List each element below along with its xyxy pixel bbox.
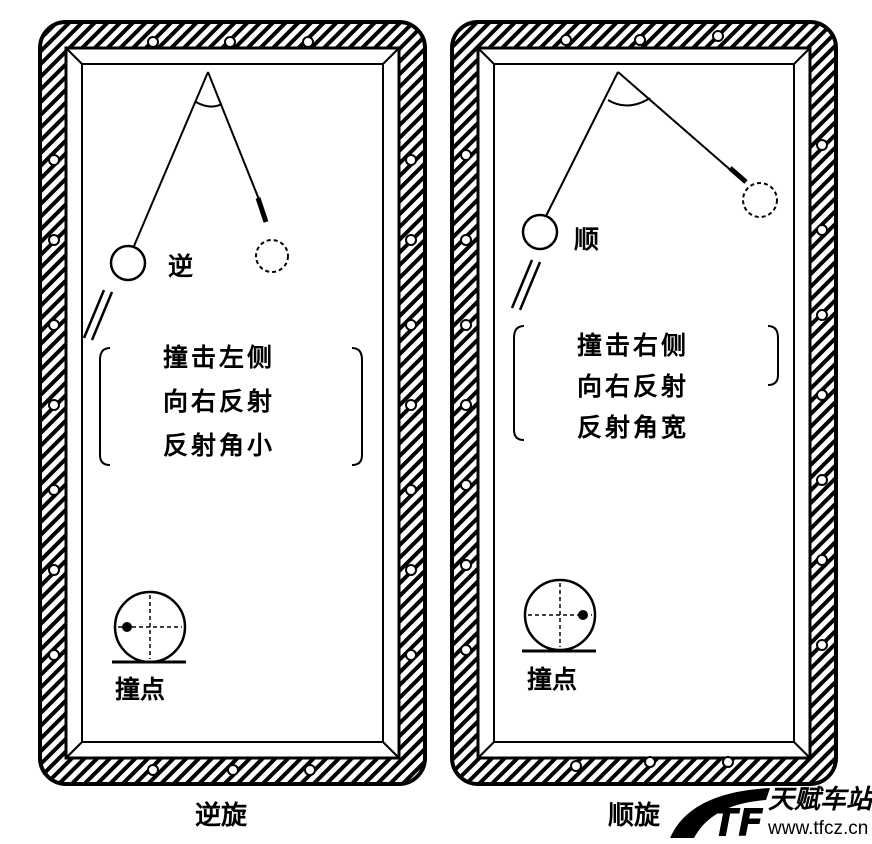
left-bracket — [99, 347, 111, 466]
cue-ball — [521, 213, 559, 251]
left-caption: 逆旋 — [195, 800, 248, 831]
tf-logo: TF — [712, 801, 764, 844]
watermark: TF 天赋车站 www.tfcz.cn — [670, 785, 872, 844]
ball-label: 逆 — [168, 252, 193, 281]
note-line: 反射角小 — [163, 431, 275, 460]
note-line: 撞击右侧 — [577, 331, 689, 360]
hit-point-diagram — [112, 590, 187, 664]
right-table: 顺 撞击右侧 向右反射 反射角宽 撞点 — [450, 20, 838, 786]
ghost-ball — [255, 239, 289, 273]
note-line: 向右反射 — [163, 387, 275, 416]
hit-point-label: 撞点 — [115, 675, 165, 704]
hit-point-label: 撞点 — [527, 665, 577, 694]
right-diamonds — [460, 30, 828, 772]
left-table: 逆 撞击左侧 向右反射 反射角小 撞点 — [38, 20, 427, 786]
hit-point-dot — [578, 610, 588, 620]
tf-logo-swoosh — [670, 788, 770, 838]
left-bracket — [513, 325, 525, 441]
watermark-name: 天赋车站 — [768, 785, 872, 815]
cue-stick — [510, 259, 542, 311]
ghost-ball — [742, 182, 778, 218]
hit-point-dot — [122, 622, 132, 632]
watermark-url: www.tfcz.cn — [767, 818, 868, 839]
note-line: 向右反射 — [577, 372, 689, 401]
ball-label: 顺 — [574, 225, 599, 254]
note-line: 撞击左侧 — [163, 343, 275, 372]
left-ball-path — [133, 71, 269, 247]
cue-ball — [109, 244, 147, 282]
right-bracket — [351, 347, 363, 466]
right-caption: 顺旋 — [608, 801, 661, 831]
note-line: 反射角宽 — [577, 413, 689, 442]
left-diamonds — [48, 36, 417, 776]
cue-stick — [82, 289, 114, 341]
right-bracket — [767, 325, 779, 386]
right-ball-path — [545, 71, 748, 217]
hit-point-diagram — [522, 578, 597, 653]
